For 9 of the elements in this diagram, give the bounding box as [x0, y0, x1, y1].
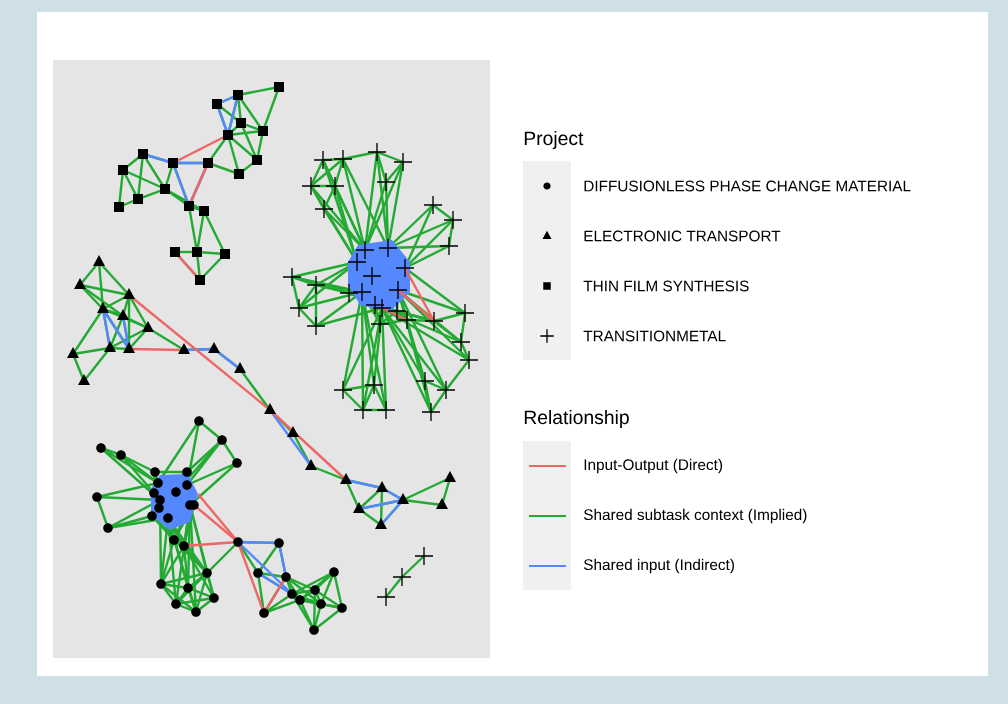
legend-label: DIFFUSIONLESS PHASE CHANGE MATERIAL	[584, 180, 911, 192]
legend-label: Shared subtask context (Implied)	[583, 508, 807, 524]
legend-title: Project	[524, 131, 584, 149]
legend-label: Shared input (Indirect)	[583, 558, 734, 574]
legend-label: THIN FILM SYNTHESIS	[583, 280, 749, 292]
legend-label: Input-Output (Direct)	[584, 458, 723, 474]
legend-label: ELECTRONIC TRANSPORT	[584, 230, 781, 242]
legend-title: Relationship	[524, 410, 629, 428]
legend-label: TRANSITIONMETAL	[583, 330, 726, 342]
